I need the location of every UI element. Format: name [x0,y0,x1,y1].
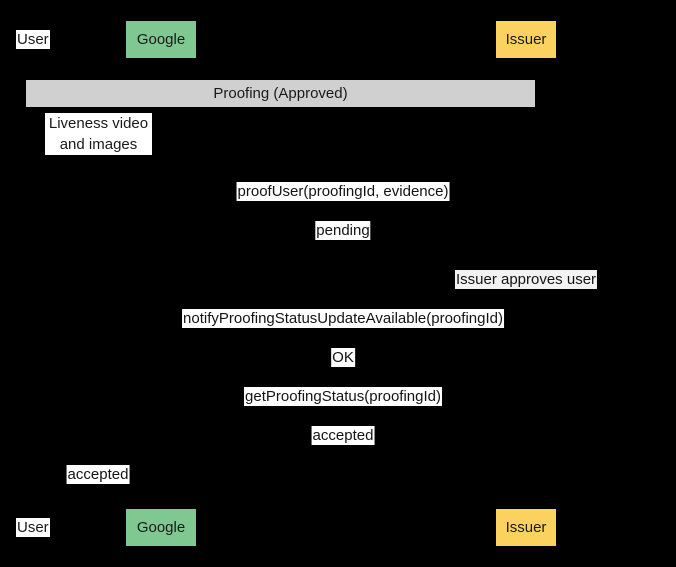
message-accepted-issuer-to-google[interactable]: accepted [311,426,375,445]
message-ok[interactable]: OK [331,348,355,367]
message-issuer-approves-user[interactable]: Issuer approves user [454,270,598,289]
message-notify-proofing-status-update-available[interactable]: notifyProofingStatusUpdateAvailable(proo… [182,309,504,328]
participant-google-top[interactable]: Google [126,21,196,58]
participant-google-top-label: Google [136,31,186,48]
participant-user-top-label: User [17,31,49,48]
participant-issuer-top-label: Issuer [505,31,547,48]
group-bar-proofing: Proofing (Approved) [26,80,535,107]
message-proof-user[interactable]: proofUser(proofingId, evidence) [236,182,450,201]
participant-user-bottom-label: User [17,519,49,536]
participant-google-bottom-label: Google [136,519,186,536]
message-get-proofing-status[interactable]: getProofingStatus(proofingId) [244,387,442,406]
participant-user-bottom[interactable]: User [16,518,50,537]
participant-issuer-bottom[interactable]: Issuer [496,509,556,546]
note-liveness-video: Liveness video and images [45,113,152,155]
group-bar-label: Proofing (Approved) [213,85,348,102]
participant-user-top[interactable]: User [16,30,50,49]
message-accepted-google-to-user[interactable]: accepted [66,465,130,484]
participant-issuer-top[interactable]: Issuer [496,21,556,58]
message-pending[interactable]: pending [315,221,371,240]
participant-issuer-bottom-label: Issuer [505,519,547,536]
participant-google-bottom[interactable]: Google [126,509,196,546]
